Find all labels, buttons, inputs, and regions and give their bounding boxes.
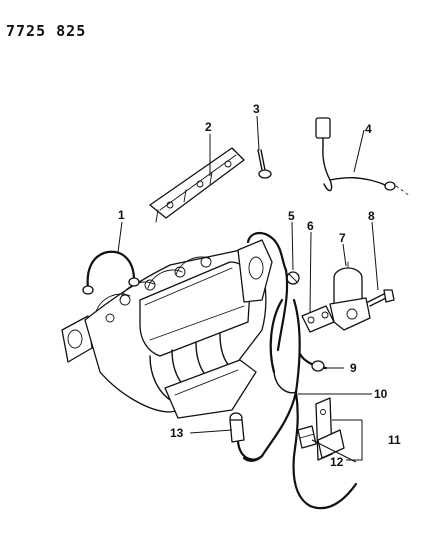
- callout-3: 3: [253, 102, 260, 116]
- part-13-connector: [229, 412, 264, 461]
- callout-labels: 1 2 3 4 5 6 7 8 9 10 11 12 13: [118, 102, 401, 469]
- callout-9: 9: [350, 361, 357, 375]
- part-8-bolt: [367, 289, 395, 307]
- part-11-bracket: [315, 397, 345, 461]
- callout-13: 13: [170, 426, 184, 440]
- part-1-hose: [82, 250, 140, 295]
- part-4-sensor-wire: [315, 117, 411, 197]
- callout-12: 12: [330, 455, 344, 469]
- leader-lines: [117, 115, 379, 463]
- callout-10: 10: [374, 387, 388, 401]
- callout-2: 2: [205, 120, 212, 134]
- callout-4: 4: [365, 122, 372, 136]
- part-6-gasket: [301, 305, 335, 333]
- part-2-bracket: [149, 147, 245, 223]
- part-3-bolt: [257, 149, 272, 179]
- part-5-plug: [286, 271, 300, 285]
- callout-8: 8: [368, 209, 375, 223]
- callout-5: 5: [288, 209, 295, 223]
- callout-6: 6: [307, 219, 314, 233]
- part-9-hose: [246, 232, 328, 372]
- diagram-code: 7725 825: [6, 22, 87, 40]
- callout-1: 1: [118, 208, 125, 222]
- callout-11: 11: [388, 433, 401, 447]
- callout-7: 7: [339, 231, 346, 245]
- intake-manifold: [61, 239, 273, 419]
- part-10-pipe: [242, 298, 358, 510]
- part-7-egr-valve: [329, 261, 371, 331]
- part-12-clip: [297, 425, 317, 449]
